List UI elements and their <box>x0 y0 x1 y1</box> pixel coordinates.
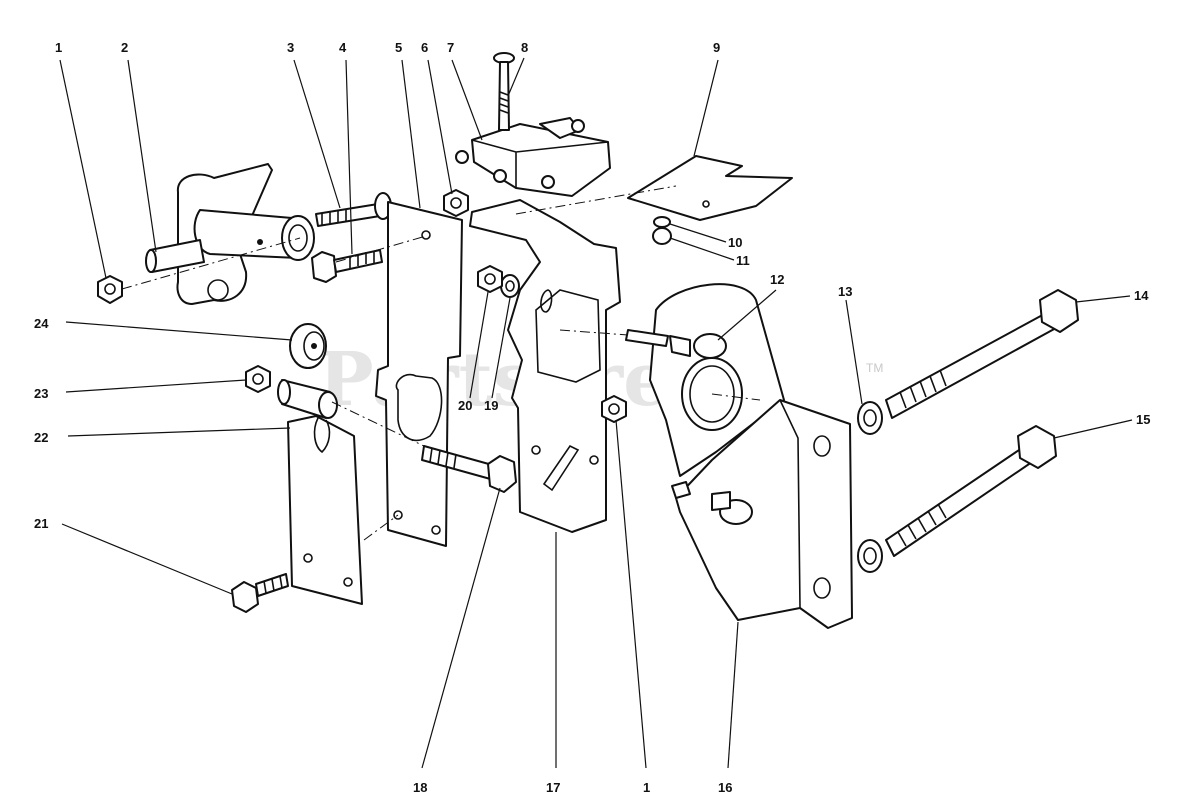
callout-labels: 1 2 3 4 5 6 7 8 9 10 11 12 13 14 15 16 1… <box>34 40 1150 795</box>
watermark-trademark: TM <box>866 361 883 375</box>
callout-10: 10 <box>728 235 742 250</box>
part-24-bearing <box>289 323 327 369</box>
part-18-bolt <box>421 445 517 493</box>
part-9-flat-plate <box>627 155 793 221</box>
part-8-screw <box>493 52 515 131</box>
part-15-long-bolt <box>857 425 1057 573</box>
centerline-b <box>335 235 427 263</box>
centerline-a <box>121 237 301 290</box>
part-23-nut <box>245 365 271 393</box>
part-6-nut <box>443 189 469 217</box>
callout-4: 4 <box>339 40 347 55</box>
callout-11: 11 <box>736 253 750 268</box>
part-19-20-washer-nut <box>477 265 520 298</box>
centerline-c <box>515 185 677 215</box>
callout-2: 2 <box>121 40 128 55</box>
part-21-bolt <box>231 573 289 613</box>
callout-20: 20 <box>458 398 472 413</box>
callout-1-lower: 1 <box>643 780 650 795</box>
callout-7: 7 <box>447 40 454 55</box>
centerline-g <box>711 393 761 401</box>
callout-19: 19 <box>484 398 498 413</box>
part-16-angle-bracket <box>671 399 853 629</box>
callout-16: 16 <box>718 780 732 795</box>
part-10-11-washer-nut <box>652 216 672 245</box>
callout-13: 13 <box>838 284 852 299</box>
callout-1: 1 <box>55 40 62 55</box>
callout-12: 12 <box>770 272 784 287</box>
callout-6: 6 <box>421 40 428 55</box>
callout-15: 15 <box>1136 412 1150 427</box>
part-1-nut-center <box>601 395 627 423</box>
part-drawings <box>97 52 1079 629</box>
part-17-main-bracket <box>469 199 621 533</box>
centerline-f <box>559 329 629 336</box>
part-4-bolt <box>311 249 383 283</box>
part-1-nut <box>97 275 123 304</box>
callout-5: 5 <box>395 40 402 55</box>
callout-18: 18 <box>413 780 427 795</box>
part-roller-pin <box>277 379 338 419</box>
centerline-e <box>363 514 399 541</box>
callout-9: 9 <box>713 40 720 55</box>
centerline-d <box>331 401 425 447</box>
callout-23: 23 <box>34 386 48 401</box>
callout-8: 8 <box>521 40 528 55</box>
callout-21: 21 <box>34 516 48 531</box>
part-7-switch <box>455 117 611 197</box>
callout-14: 14 <box>1134 288 1149 303</box>
callout-17: 17 <box>546 780 560 795</box>
callout-24: 24 <box>34 316 49 331</box>
leader-lines <box>59 57 1133 769</box>
part-3-bolt <box>315 192 392 227</box>
callout-3: 3 <box>287 40 294 55</box>
part-22-lower-plate <box>287 415 363 605</box>
callout-22: 22 <box>34 430 48 445</box>
part-2-pivot-bracket <box>145 163 315 305</box>
part-13-14-long-bolt <box>857 289 1079 435</box>
